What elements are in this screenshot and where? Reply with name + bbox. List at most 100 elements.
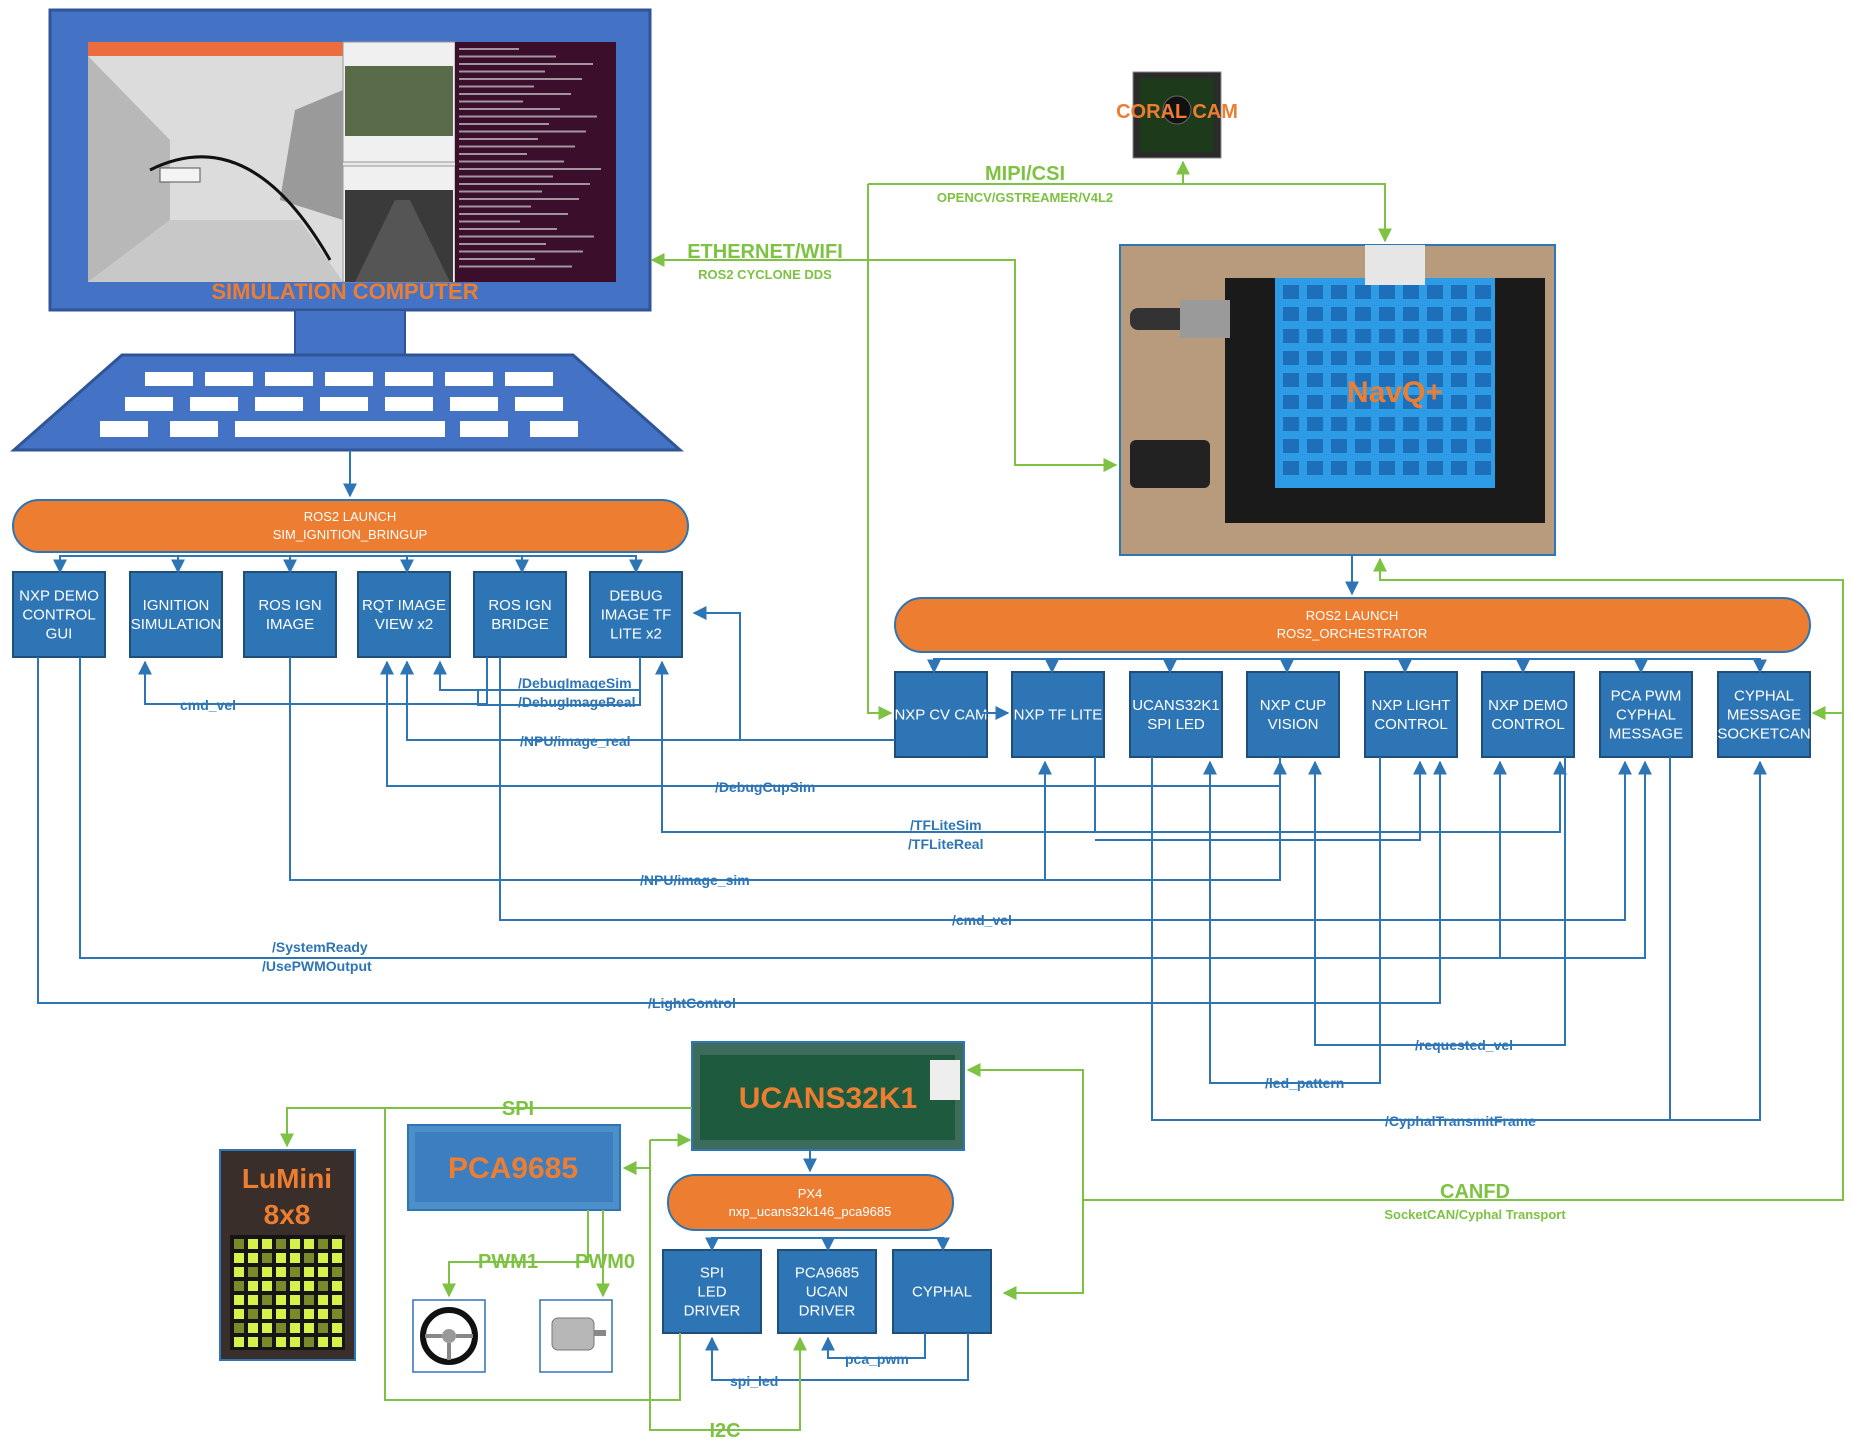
sim-node-label: IGNITION — [143, 597, 210, 614]
led-pixel — [332, 1253, 342, 1263]
npu-image-real-line — [400, 660, 895, 741]
terminal-line — [459, 258, 535, 260]
px4-node-label: LED — [697, 1284, 726, 1301]
px4-node-label: SPI — [700, 1265, 724, 1282]
lumini-label-2: 8x8 — [264, 1199, 311, 1230]
orchestrator-bus — [933, 658, 1761, 670]
heatsink-fin — [1475, 417, 1491, 431]
led-pixel — [262, 1281, 272, 1291]
led-pixel — [290, 1337, 300, 1347]
lumini-label-1: LuMini — [242, 1163, 332, 1194]
terminal-line — [459, 145, 575, 148]
led-pixel — [234, 1267, 244, 1277]
keyboard-key — [515, 397, 563, 411]
led-pixel — [262, 1323, 272, 1333]
sim-node-box — [12, 571, 106, 658]
heatsink-fin — [1331, 439, 1347, 453]
heatsink-fin — [1475, 351, 1491, 365]
sim-launch-line1: ROS2 LAUNCH — [304, 509, 396, 524]
label-light-control: /LightControl — [648, 995, 736, 1011]
navq-node-label: NXP CV CAM — [894, 707, 987, 724]
keyboard-key — [320, 397, 368, 411]
sim-launch-line2: SIM_IGNITION_BRINGUP — [273, 527, 428, 542]
i2c-link — [649, 1140, 807, 1431]
led-pixel — [234, 1309, 244, 1319]
navq-node-box — [894, 671, 988, 758]
led-pixel — [276, 1281, 286, 1291]
led-pixel — [304, 1239, 314, 1249]
pca-pwm-line — [821, 1333, 926, 1359]
label-mipi: MIPI/CSI — [985, 163, 1065, 185]
navq-node-box — [1246, 671, 1340, 758]
keyboard-key — [505, 372, 553, 386]
navq-board: NavQ+ — [1119, 244, 1556, 556]
sim-node-label: DEBUG — [609, 588, 662, 605]
navq-node-box — [1011, 671, 1105, 758]
heatsink-fin — [1379, 373, 1395, 387]
terminal-line — [459, 55, 556, 58]
led-pixel — [332, 1309, 342, 1319]
heatsink-fin — [1427, 329, 1443, 343]
sim-node-label: BRIDGE — [491, 616, 549, 633]
led-pixel — [262, 1267, 272, 1277]
heatsink-fins — [1283, 285, 1491, 475]
sim-node-label: RQT IMAGE — [362, 597, 446, 614]
label-debug-cup-sim: /DebugCupSim — [715, 779, 815, 795]
sim-launch-bus — [59, 555, 637, 570]
terminal-line — [459, 160, 564, 163]
monitor-stand — [294, 309, 406, 356]
heatsink-fin — [1451, 329, 1467, 343]
heatsink-fin — [1379, 439, 1395, 453]
heatsink-fin — [1451, 307, 1467, 321]
keyboard-key — [145, 372, 193, 386]
spi-link-driver — [384, 1108, 681, 1401]
heatsink-fin — [1355, 417, 1371, 431]
heatsink-fin — [1307, 285, 1323, 299]
heatsink-fin — [1451, 439, 1467, 453]
heatsink-fin — [1403, 439, 1419, 453]
led-pixel — [318, 1253, 328, 1263]
sim-node-label: VIEW x2 — [375, 616, 433, 633]
led-pixel — [332, 1267, 342, 1277]
terminal-text-lines — [459, 48, 601, 268]
sim-wall-left — [88, 56, 170, 282]
cmd-vel-line — [499, 657, 1632, 921]
led-pixel — [290, 1239, 300, 1249]
heatsink-fin — [1379, 351, 1395, 365]
sim-node-label: ROS IGN — [488, 597, 551, 614]
navq-node-box — [1129, 671, 1223, 758]
terminal-line — [459, 265, 572, 268]
heatsink-fin — [1379, 461, 1395, 475]
terminal-line — [459, 63, 593, 65]
led-pixel — [234, 1281, 244, 1291]
heatsink-fin — [1427, 461, 1443, 475]
led-pixel — [262, 1295, 272, 1305]
keyboard-spacebar — [235, 421, 445, 437]
heatsink-fin — [1403, 329, 1419, 343]
link-labels: ETHERNET/WIFI ROS2 CYCLONE DDS MIPI/CSI … — [478, 163, 1566, 1442]
led-pixel — [234, 1295, 244, 1305]
led-pixel — [248, 1281, 258, 1291]
heatsink-fin — [1427, 351, 1443, 365]
led-pixel — [276, 1295, 286, 1305]
use-pwm-output-line — [1500, 760, 1652, 959]
node-boxes: NXP DEMOCONTROLGUIIGNITIONSIMULATIONROS … — [12, 571, 1811, 1334]
heatsink-fin — [1427, 395, 1443, 409]
pca-label: PCA9685 — [448, 1152, 578, 1185]
navq-ethernet-plug — [1130, 440, 1210, 488]
heatsink-fin — [1355, 395, 1371, 409]
navq-node-box — [1717, 671, 1811, 758]
led-pixel — [318, 1281, 328, 1291]
heatsink-fin — [1403, 285, 1419, 299]
px4-pill: PX4 nxp_ucans32k146_pca9685 — [667, 1174, 954, 1231]
led-pixel — [248, 1323, 258, 1333]
sim-node-label: IMAGE — [266, 616, 314, 633]
led-pixel — [304, 1253, 314, 1263]
keyboard-key — [325, 372, 373, 386]
dc-motor-body — [551, 1317, 595, 1351]
label-canfd: CANFD — [1440, 1181, 1510, 1203]
led-pixel — [290, 1295, 300, 1305]
computer-title: SIMULATION COMPUTER — [211, 279, 478, 304]
heatsink-fin — [1355, 307, 1371, 321]
